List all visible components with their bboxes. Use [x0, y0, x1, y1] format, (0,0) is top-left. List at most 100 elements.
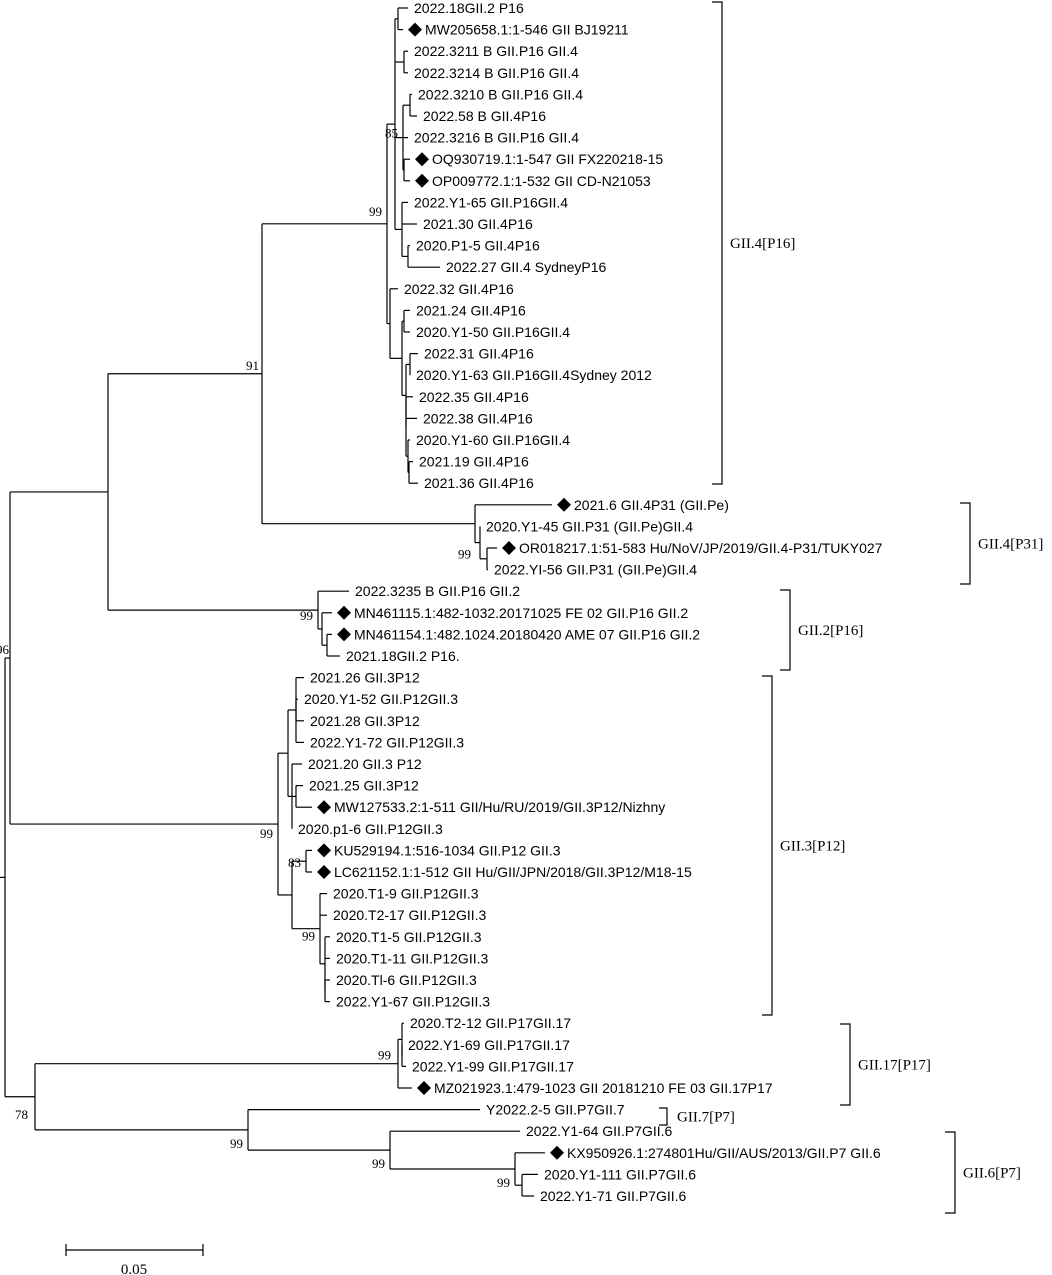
reference-diamond-icon — [502, 541, 516, 555]
reference-diamond-icon — [415, 152, 429, 167]
tip-label: 2020.Y1-60 GII.P16GII.4 — [416, 432, 570, 448]
tip-label: 2022.Y1-64 GII.P7GII.6 — [526, 1123, 673, 1139]
tip-label: 2022.18GII.2 P16 — [414, 0, 524, 16]
bootstrap-value: 99 — [497, 1175, 510, 1190]
clade-brackets: GII.4[P16] GII.4[P31] GII.2[P16] GII.3[P12]… — [659, 1, 1043, 1214]
tip-label: 2020.Tl-6 GII.P12GII.3 — [336, 972, 477, 988]
reference-diamond-icon — [550, 1145, 564, 1160]
bootstrap-value: 91 — [246, 358, 259, 373]
clade-bracket — [945, 1131, 956, 1214]
tip-label: 2022.31 GII.4P16 — [424, 346, 534, 362]
bootstrap-value: 78 — [15, 1107, 28, 1122]
bootstrap-value: 96 — [0, 642, 10, 657]
reference-diamond-icon — [415, 173, 429, 188]
tip-label: MW205658.1:1-546 GII BJ19211 — [425, 22, 629, 38]
bootstrap-value: 99 — [302, 929, 315, 944]
tip-label: 2022.Y1-99 GII.P17GII.17 — [412, 1058, 574, 1074]
reference-diamond-icon — [317, 843, 331, 858]
clade-label: GII.4[P16] — [730, 236, 795, 252]
clade-label: GII.6[P7] — [963, 1166, 1021, 1182]
clade-bracket — [780, 589, 791, 671]
tip-label: 2021.30 GII.4P16 — [423, 216, 533, 232]
tip-label: OQ930719.1:1-547 GII FX220218-15 — [432, 151, 663, 167]
tip-label: 2021.36 GII.4P16 — [424, 475, 534, 491]
bootstrap-value: 85 — [385, 126, 398, 141]
clade-label: GII.3[P12] — [780, 839, 845, 855]
tip-label: KU529194.1:516-1034 GII.P12 GII.3 — [334, 842, 561, 858]
reference-diamond-icon — [417, 1081, 431, 1095]
tip-label: 2022.58 B GII.4P16 — [423, 108, 546, 124]
bootstrap-values: 85 99 99 91 99 83 99 99 96 99 99 99 99 78 — [0, 126, 510, 1190]
tip-label: 2021.18GII.2 P16. — [346, 648, 460, 664]
tree-branches — [0, 7, 552, 1197]
reference-diamond-icon — [337, 605, 351, 620]
reference-diamond-icon — [557, 497, 571, 512]
tip-label: MW127533.2:1-511 GII/Hu/RU/2019/GII.3P12… — [334, 799, 665, 815]
tip-label: 2021.19 GII.4P16 — [419, 454, 529, 470]
tip-label: 2021.6 GII.4P31 (GII.Pe) — [574, 497, 729, 513]
tip-label: LC621152.1:1-512 GII Hu/GII/JPN/2018/GII… — [334, 864, 692, 880]
tip-label: 2022.Y1-65 GII.P16GII.4 — [414, 194, 568, 210]
tip-label: 2021.20 GII.3 P12 — [308, 756, 422, 772]
clade-label: GII.2[P16] — [798, 623, 863, 639]
bootstrap-value: 83 — [288, 855, 301, 870]
bootstrap-value: 99 — [372, 1156, 385, 1171]
bootstrap-value: 99 — [260, 826, 273, 841]
tip-label: MZ021923.1:479-1023 GII 20181210 FE 03 G… — [434, 1080, 773, 1096]
tip-label: OR018217.1:51-583 Hu/NoV/JP/2019/GII.4-P… — [519, 540, 883, 556]
reference-diamond-icon — [337, 627, 351, 642]
clade-bracket — [840, 1023, 851, 1106]
tip-label: 2022.3210 B GII.P16 GII.4 — [418, 86, 583, 102]
scale-bar: 0.05 — [65, 1244, 204, 1275]
tip-label: 2022.3214 B GII.P16 GII.4 — [414, 65, 579, 81]
tip-label: 2022.Y1-72 GII.P12GII.3 — [310, 734, 464, 750]
tip-label: 2020.Y1-111 GII.P7GII.6 — [544, 1166, 696, 1182]
tip-label: 2020.T1-9 GII.P12GII.3 — [333, 886, 479, 902]
tip-label: 2020.T2-17 GII.P12GII.3 — [333, 907, 487, 923]
tip-label: 2020.T1-11 GII.P12GII.3 — [336, 950, 488, 966]
reference-diamond-icon — [408, 22, 422, 37]
clade-label: GII.17[P17] — [858, 1058, 931, 1074]
tip-label: 2022.3216 B GII.P16 GII.4 — [414, 130, 579, 146]
tip-label: 2020.T1-5 GII.P12GII.3 — [336, 929, 482, 945]
clade-label: GII.7[P7] — [677, 1110, 735, 1126]
tip-label: 2021.24 GII.4P16 — [416, 302, 526, 318]
tip-label: 2022.38 GII.4P16 — [423, 410, 533, 426]
clade-label: GII.4[P31] — [978, 537, 1043, 553]
clade-bracket — [960, 502, 971, 585]
tip-label: 2021.28 GII.3P12 — [310, 713, 420, 729]
tip-label: 2022.32 GII.4P16 — [404, 281, 514, 297]
bootstrap-value: 99 — [230, 1136, 243, 1151]
tip-label: 2020.Y1-52 GII.P12GII.3 — [304, 691, 458, 707]
tip-label: 2020.Y1-45 GII.P31 (GII.Pe)GII.4 — [486, 518, 693, 534]
tip-label: 2022.3235 B GII.P16 GII.2 — [355, 583, 520, 599]
bootstrap-value: 99 — [300, 608, 313, 623]
clade-bracket — [659, 1107, 668, 1126]
tip-label: MN461115.1:482-1032.20171025 FE 02 GII.P… — [354, 605, 688, 621]
tip-label: 2022.27 GII.4 SydneyP16 — [446, 259, 607, 275]
tip-label: OP009772.1:1-532 GII CD-N21053 — [432, 173, 651, 189]
bootstrap-value: 99 — [369, 204, 382, 219]
tip-label: 2022.Y1-69 GII.P17GII.17 — [408, 1037, 570, 1053]
tip-label: 2021.25 GII.3P12 — [309, 778, 419, 794]
tip-label: KX950926.1:274801Hu/GII/AUS/2013/GII.P7 … — [567, 1145, 881, 1161]
tip-label: 2022.Y1-67 GII.P12GII.3 — [336, 994, 490, 1010]
clade-bracket — [712, 1, 723, 485]
scale-bar-label: 0.05 — [121, 1262, 147, 1275]
tip-label: Y2022.2-5 GII.P7GII.7 — [486, 1102, 625, 1118]
tip-label: 2022.35 GII.4P16 — [419, 389, 529, 405]
tip-label: 2020.P1-5 GII.4P16 — [416, 238, 540, 254]
tip-label: 2020.p1-6 GII.P12GII.3 — [298, 821, 443, 837]
tip-label: 2022.Y1-71 GII.P7GII.6 — [540, 1188, 687, 1204]
reference-diamond-icon — [317, 800, 331, 815]
tip-label: 2022.3211 B GII.P16 GII.4 — [414, 43, 578, 59]
tip-label: 2020.T2-12 GII.P17GII.17 — [410, 1015, 571, 1031]
tip-label: MN461154.1:482.1024.20180420 AME 07 GII.… — [354, 626, 700, 642]
bootstrap-value: 99 — [378, 1048, 391, 1063]
bootstrap-value: 99 — [458, 547, 471, 562]
reference-diamond-icon — [317, 865, 331, 879]
tip-label: 2022.YI-56 GII.P31 (GII.Pe)GII.4 — [494, 562, 697, 578]
tip-label: 2020.Y1-63 GII.P16GII.4Sydney 2012 — [416, 367, 652, 383]
